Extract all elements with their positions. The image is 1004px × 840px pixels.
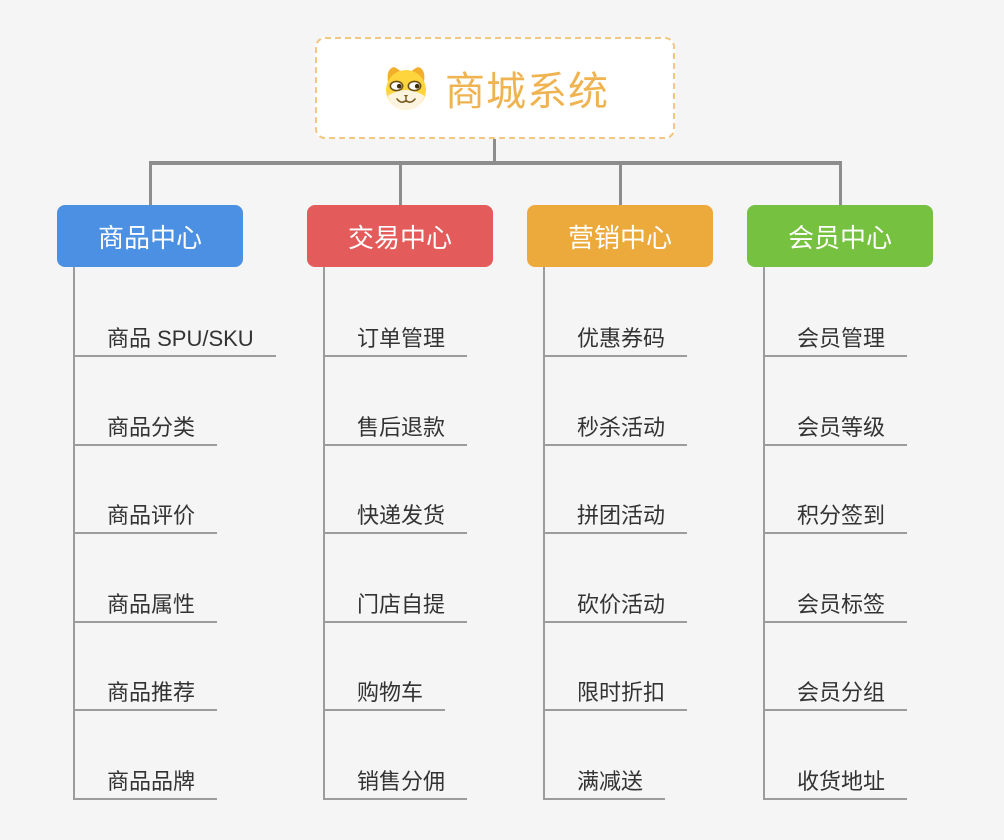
- branch-node-3[interactable]: 会员中心: [747, 205, 933, 267]
- branch-node-2[interactable]: 营销中心: [527, 205, 713, 267]
- branch-node-1[interactable]: 交易中心: [307, 205, 493, 267]
- leaf-topic[interactable]: 砍价活动: [543, 591, 688, 623]
- leaf-topic[interactable]: 收货地址: [763, 768, 908, 800]
- root-node-mall-system[interactable]: 商城系统: [315, 37, 675, 139]
- leaf-topic[interactable]: 满减送: [543, 768, 666, 800]
- leaf-topic[interactable]: 商品分类: [73, 414, 218, 446]
- connector-line: [493, 139, 496, 161]
- leaf-topic[interactable]: 快递发货: [323, 502, 468, 534]
- connector-line: [398, 161, 402, 205]
- dog-face-icon: [381, 65, 431, 111]
- leaf-topic[interactable]: 会员管理: [763, 325, 908, 357]
- leaf-topic[interactable]: 会员分组: [763, 679, 908, 711]
- leaf-topic[interactable]: 拼团活动: [543, 502, 688, 534]
- connector-line: [838, 161, 842, 205]
- leaf-topic[interactable]: 门店自提: [323, 591, 468, 623]
- leaf-topic[interactable]: 售后退款: [323, 414, 468, 446]
- connector-line: [148, 161, 842, 165]
- connector-line: [148, 161, 152, 205]
- branch-node-0[interactable]: 商品中心: [57, 205, 243, 267]
- leaf-topic[interactable]: 购物车: [323, 679, 446, 711]
- leaf-topic[interactable]: 会员等级: [763, 414, 908, 446]
- root-title: 商城系统: [445, 70, 609, 114]
- leaf-topic[interactable]: 积分签到: [763, 502, 908, 534]
- leaf-topic[interactable]: 优惠券码: [543, 325, 688, 357]
- leaf-topic[interactable]: 订单管理: [323, 325, 468, 357]
- branch-label: 会员中心: [787, 222, 892, 253]
- leaf-topic[interactable]: 商品属性: [73, 591, 218, 623]
- leaf-topic[interactable]: 会员标签: [763, 591, 908, 623]
- branch-label: 商品中心: [97, 222, 202, 253]
- leaf-topic[interactable]: 商品推荐: [73, 679, 218, 711]
- leaf-topic[interactable]: 销售分佣: [323, 768, 468, 800]
- branch-label: 交易中心: [347, 222, 452, 253]
- leaf-topic[interactable]: 商品 SPU/SKU: [73, 325, 276, 357]
- leaf-topic[interactable]: 限时折扣: [543, 679, 688, 711]
- leaf-topic[interactable]: 商品品牌: [73, 768, 218, 800]
- leaf-topic[interactable]: 商品评价: [73, 502, 218, 534]
- connector-line: [618, 161, 622, 205]
- leaf-topic[interactable]: 秒杀活动: [543, 414, 688, 446]
- branch-label: 营销中心: [567, 222, 672, 253]
